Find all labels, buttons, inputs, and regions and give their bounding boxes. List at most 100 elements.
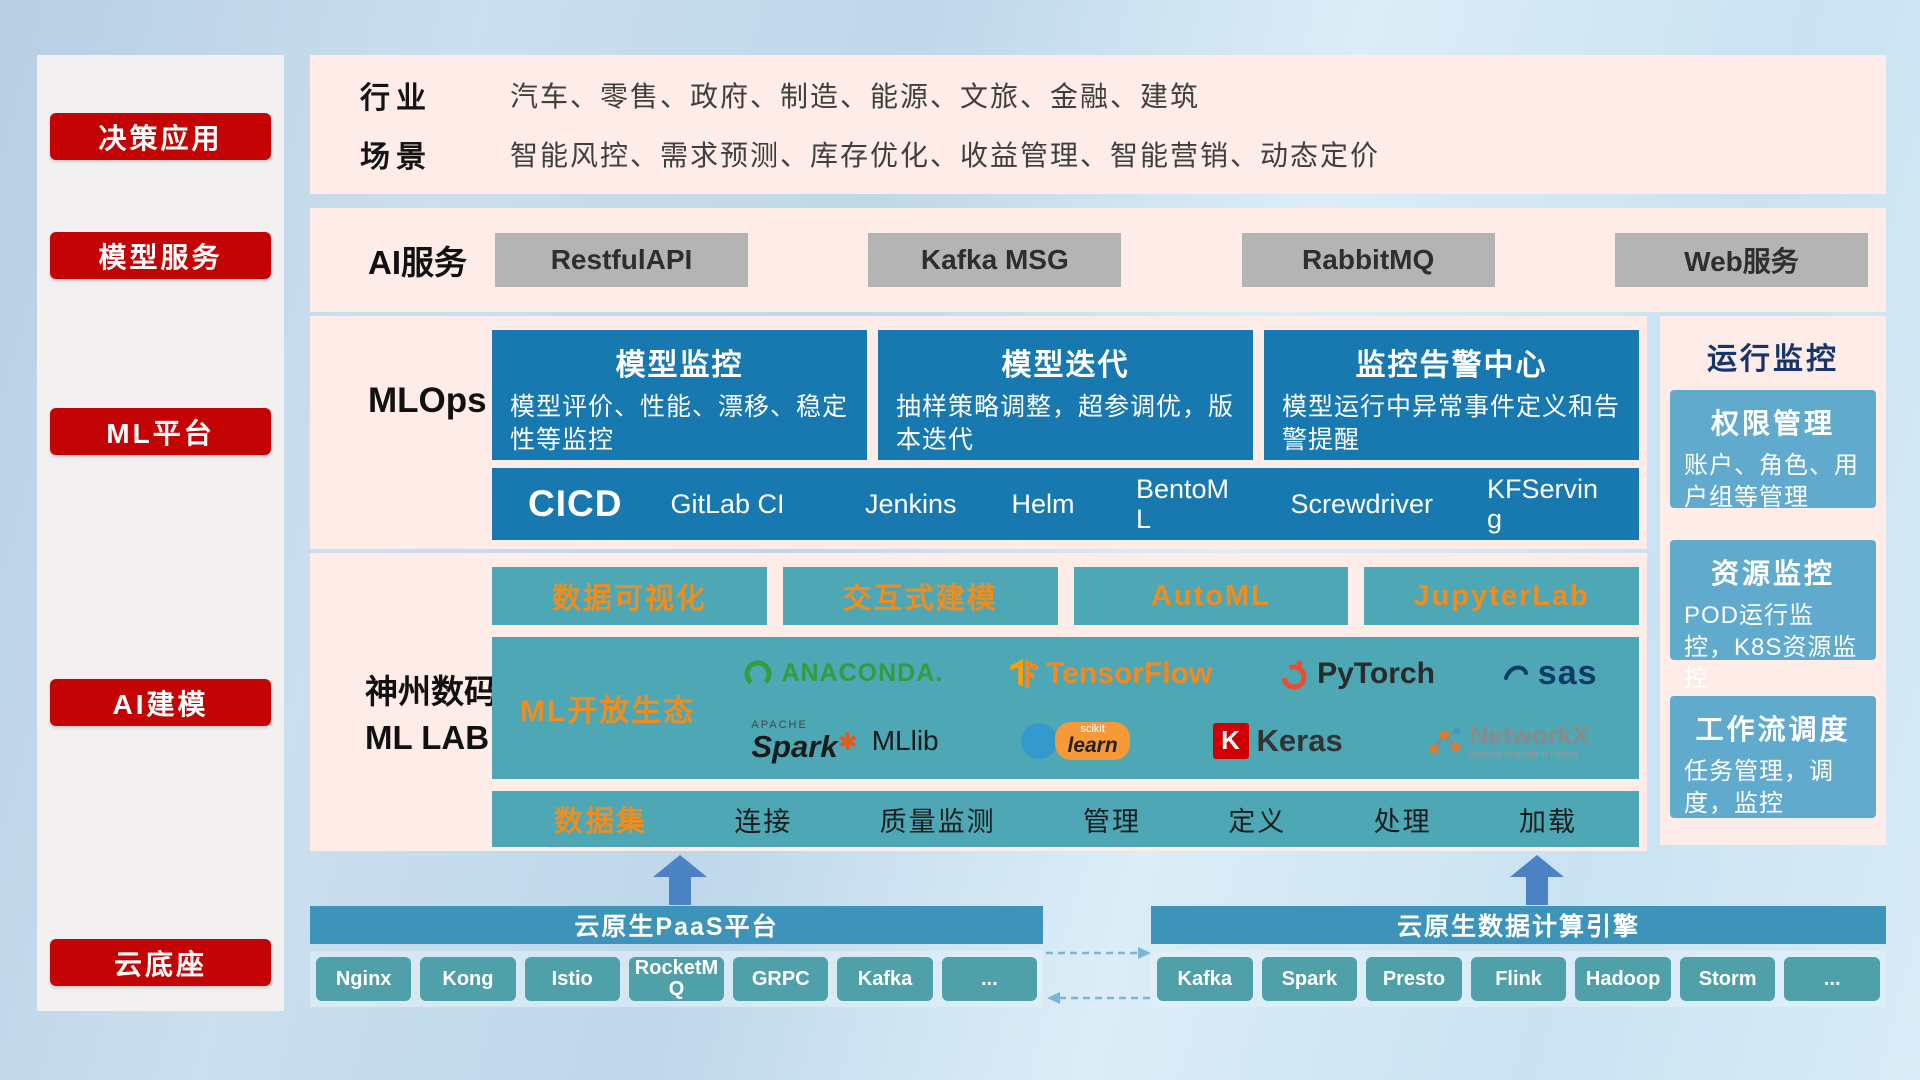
data-exchange-arrows	[1046, 947, 1151, 1004]
anaconda-logo: ANACONDA.	[743, 659, 943, 689]
kfserving-item: KFServing	[1486, 473, 1598, 534]
scikit-learn-logo: scikit learn	[1021, 721, 1130, 760]
storm-engine-box: Storm	[1679, 957, 1776, 1001]
networkx-tagline: Network Analysis in Python	[1469, 749, 1579, 760]
spark-star-icon: ✱	[837, 728, 858, 756]
manage-step: 管理	[1083, 806, 1141, 837]
screwdriver-item: Screwdriver	[1290, 488, 1433, 519]
process-step: 处理	[1373, 806, 1432, 837]
mlops-panel: MLOps 模型监控 模型评价、性能、漂移、稳定性等监控 模型迭代 抽样策略调整…	[310, 316, 1647, 549]
resource-monitor-card: 资源监控 POD运行监控，K8S资源监控	[1670, 540, 1876, 692]
presto-engine-box: Presto	[1366, 957, 1462, 1001]
load-step: 加载	[1518, 806, 1577, 837]
sidebar-item-ml-platform: ML平台	[50, 408, 271, 455]
kafka-engine-box: Kafka	[1157, 957, 1253, 1001]
sidebar: 决策应用 模型服务 ML平台 AI建模 云底座	[37, 55, 284, 1011]
sas-logo: sas	[1502, 654, 1598, 693]
cicd-title: CICD	[528, 483, 623, 524]
card-desc: 账户、角色、用户组等管理	[1684, 452, 1859, 511]
ml-lab-label-line1: 神州数码	[365, 673, 497, 710]
apache-label: APACHE	[751, 718, 808, 731]
scikit-circle-icon	[1021, 722, 1058, 759]
alert-center-card: 监控告警中心 模型运行中异常事件定义和告警提醒	[1264, 330, 1639, 460]
paas-platform-title: 云原生PaaS平台	[310, 906, 1043, 944]
networkx-wordmark: NetworkX	[1469, 720, 1590, 751]
cicd-bar: CICD GitLab CI Jenkins Helm BentoML Scre…	[492, 468, 1639, 540]
paas-platform-block: 云原生PaaS平台 Nginx Kong Istio RocketMQ GRPC…	[310, 906, 1043, 1007]
pytorch-logo: PyTorch	[1279, 657, 1435, 691]
dashed-arrow-left-icon	[1047, 992, 1150, 1004]
card-desc: 模型运行中异常事件定义和告警提醒	[1282, 393, 1621, 454]
helm-item: Helm	[1011, 488, 1075, 519]
networkx-logo: NetworkX Network Analysis in Python	[1426, 722, 1590, 759]
model-iteration-card: 模型迭代 抽样策略调整，超参调优，版本迭代	[878, 330, 1253, 460]
card-desc: 任务管理，调度，监控	[1684, 758, 1834, 817]
dashed-arrow-right-icon	[1046, 947, 1151, 959]
sidebar-item-ai-modeling: AI建模	[50, 679, 271, 726]
bentoml-item: BentoML	[1135, 473, 1230, 534]
ml-ecosystem-section: ML开放生态 ANACONDA. TensorFlow	[492, 637, 1639, 779]
kafka-msg-box: Kafka MSG	[868, 233, 1122, 287]
learn-wordmark: learn	[1067, 733, 1118, 757]
scikit-label: scikit	[1080, 722, 1105, 735]
more-engine-box: ...	[1784, 957, 1881, 1001]
scene-label: 场景	[360, 141, 432, 174]
card-title: 监控告警中心	[1355, 349, 1548, 382]
model-monitoring-card: 模型监控 模型评价、性能、漂移、稳定性等监控	[492, 330, 867, 460]
keras-icon: K	[1212, 722, 1249, 759]
industry-row: 行业 汽车、零售、政府、制造、能源、文旅、金融、建筑	[360, 73, 1866, 117]
rabbitmq-box: RabbitMQ	[1241, 233, 1495, 287]
sidebar-item-model-service: 模型服务	[50, 232, 271, 279]
industry-value: 汽车、零售、政府、制造、能源、文旅、金融、建筑	[510, 81, 1201, 112]
logo-row-2: APACHE Spark✱ MLlib scikit learn K	[710, 718, 1631, 762]
up-arrow-icon	[653, 855, 707, 905]
nginx-box: Nginx	[316, 957, 412, 1001]
dataset-pipeline-bar: 数据集 连接 质量监测 管理 定义 处理 加载	[492, 791, 1639, 847]
logo-row-1: ANACONDA. TensorFlow	[710, 654, 1631, 693]
mlops-cards: 模型监控 模型评价、性能、漂移、稳定性等监控 模型迭代 抽样策略调整，超参调优，…	[492, 330, 1639, 460]
compute-components: Kafka Spark Presto Flink Hadoop Storm ..…	[1151, 951, 1886, 1007]
kong-box: Kong	[420, 957, 516, 1001]
card-title: 模型监控	[615, 349, 744, 382]
scene-value: 智能风控、需求预测、库存优化、收益管理、智能营销、动态定价	[510, 140, 1381, 171]
ml-ecosystem-logos: ANACONDA. TensorFlow	[710, 641, 1631, 775]
more-box: ...	[941, 957, 1037, 1001]
card-title: 权限管理	[1710, 408, 1835, 439]
ml-ecosystem-label: ML开放生态	[520, 695, 696, 728]
data-compute-engine-block: 云原生数据计算引擎 Kafka Spark Presto Flink Hadoo…	[1151, 906, 1886, 1007]
tensorflow-wordmark: TensorFlow	[1046, 656, 1213, 690]
sas-wordmark: sas	[1537, 654, 1598, 693]
tensorflow-icon	[1010, 658, 1038, 689]
ml-lab-tools: 数据可视化 交互式建模 AutoML JupyterLab	[492, 567, 1639, 625]
industry-scene-panel: 行业 汽车、零售、政府、制造、能源、文旅、金融、建筑 场景 智能风控、需求预测、…	[310, 55, 1886, 194]
runtime-monitor-panel: 运行监控 权限管理 账户、角色、用户组等管理 资源监控 POD运行监控，K8S资…	[1660, 316, 1886, 845]
ml-lab-label-line2: ML LAB	[365, 719, 490, 757]
ai-service-buttons: RestfulAPI Kafka MSG RabbitMQ Web服务	[495, 233, 1868, 287]
permission-mgmt-card: 权限管理 账户、角色、用户组等管理	[1670, 390, 1876, 511]
connect-step: 连接	[734, 806, 793, 837]
automl-box: AutoML	[1073, 567, 1349, 625]
rocketmq-box: RocketMQ	[628, 957, 725, 1001]
data-compute-engine-title: 云原生数据计算引擎	[1151, 906, 1886, 944]
quality-step: 质量监测	[879, 806, 996, 837]
sas-icon	[1503, 665, 1528, 680]
anaconda-wordmark: ANACONDA.	[781, 659, 944, 688]
istio-box: Istio	[524, 957, 620, 1001]
tensorflow-logo: TensorFlow	[1010, 657, 1212, 691]
mllib-wordmark: MLlib	[871, 724, 939, 756]
paas-components: Nginx Kong Istio RocketMQ GRPC Kafka ...	[310, 951, 1043, 1007]
scene-row: 场景 智能风控、需求预测、库存优化、收益管理、智能营销、动态定价	[360, 132, 1866, 176]
pytorch-wordmark: PyTorch	[1317, 656, 1435, 690]
industry-label: 行业	[360, 82, 432, 115]
ai-service-label: AI服务	[368, 244, 467, 281]
grpc-box: GRPC	[733, 957, 829, 1001]
ml-lab-panel: 神州数码 ML LAB 数据可视化 交互式建模 AutoML JupyterLa…	[310, 553, 1647, 851]
pytorch-icon	[1281, 660, 1307, 690]
card-title: 工作流调度	[1695, 714, 1851, 745]
keras-wordmark: Keras	[1256, 722, 1343, 758]
interactive-modeling-box: 交互式建模	[782, 567, 1058, 625]
ml-lab-label: 神州数码 ML LAB	[365, 669, 497, 761]
cicd-items: GitLab CI Jenkins Helm BentoML Screwdriv…	[670, 474, 1639, 534]
web-service-box: Web服务	[1614, 233, 1868, 287]
